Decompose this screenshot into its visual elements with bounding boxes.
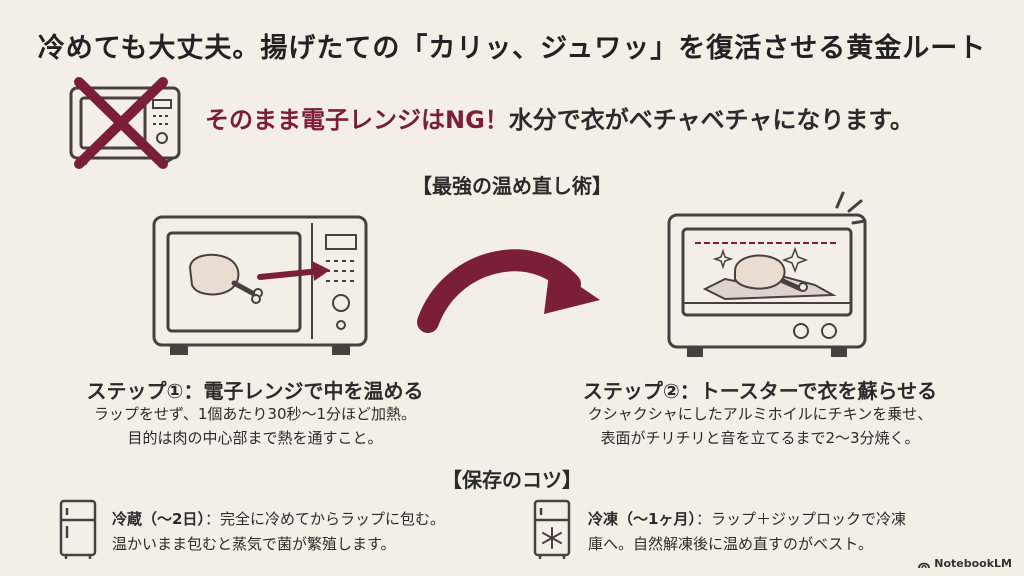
notebooklm-logo-icon <box>918 562 931 568</box>
microwave-warning: そのまま電子レンジはNG！水分で衣がベチャベチャになります。 <box>205 100 914 135</box>
step2-line2: 表面がチリチリと音を立てるまで2〜3分焼く。 <box>600 429 920 447</box>
step1-line2: 目的は肉の中心部まで熱を通すこと。 <box>127 429 383 447</box>
storage-freezer-line1: 冷凍（〜1ヶ月）：ラップ＋ジップロックで冷凍 <box>588 507 906 531</box>
step1-line1: ラップをせず、1個あたり30秒〜1分ほど加熱。 <box>93 405 417 423</box>
curved-arrow-icon <box>417 249 600 333</box>
storage-fridge-line1: 冷蔵（〜2日）：完全に冷めてからラップに包む。 <box>112 507 445 531</box>
storage-fridge-text1: ：完全に冷めてからラップに包む。 <box>204 510 445 528</box>
step2-line1: クシャクシャにしたアルミホイルにチキンを乗せ、 <box>587 405 933 423</box>
notebooklm-badge: NotebookLM <box>918 557 1012 570</box>
storage-freezer-label: 冷凍（〜1ヶ月） <box>588 510 696 528</box>
warning-strong: そのまま電子レンジはNG！ <box>205 106 509 134</box>
storage-freezer-text1: ：ラップ＋ジップロックで冷凍 <box>695 510 906 528</box>
refrigerator-icon <box>59 499 97 559</box>
step2-title: ステップ②：トースターで衣を蘇らせる <box>582 379 938 403</box>
storage-fridge-label: 冷蔵（〜2日） <box>112 510 205 528</box>
freezer-icon <box>533 499 571 559</box>
storage-freezer-line2: 庫へ。自然解凍後に温め直すのがベスト。 <box>588 535 874 553</box>
step1-title: ステップ①：電子レンジで中を温める <box>86 379 424 403</box>
crossed-microwave-icon <box>69 77 181 169</box>
method-heading: 【最強の温め直し術】 <box>412 174 612 198</box>
page-title: 冷めても大丈夫。揚げたての「カリッ、ジュワッ」を復活させる黄金ルート <box>37 33 987 64</box>
toaster-oven-chicken-icon <box>667 191 867 357</box>
badge-text: NotebookLM <box>934 557 1012 570</box>
storage-fridge-line2: 温かいまま包むと蒸気で菌が繁殖します。 <box>112 535 396 553</box>
storage-heading: 【保存のコツ】 <box>442 468 582 492</box>
microwave-chicken-icon <box>152 215 368 355</box>
warning-rest: 水分で衣がベチャベチャになります。 <box>508 106 914 134</box>
